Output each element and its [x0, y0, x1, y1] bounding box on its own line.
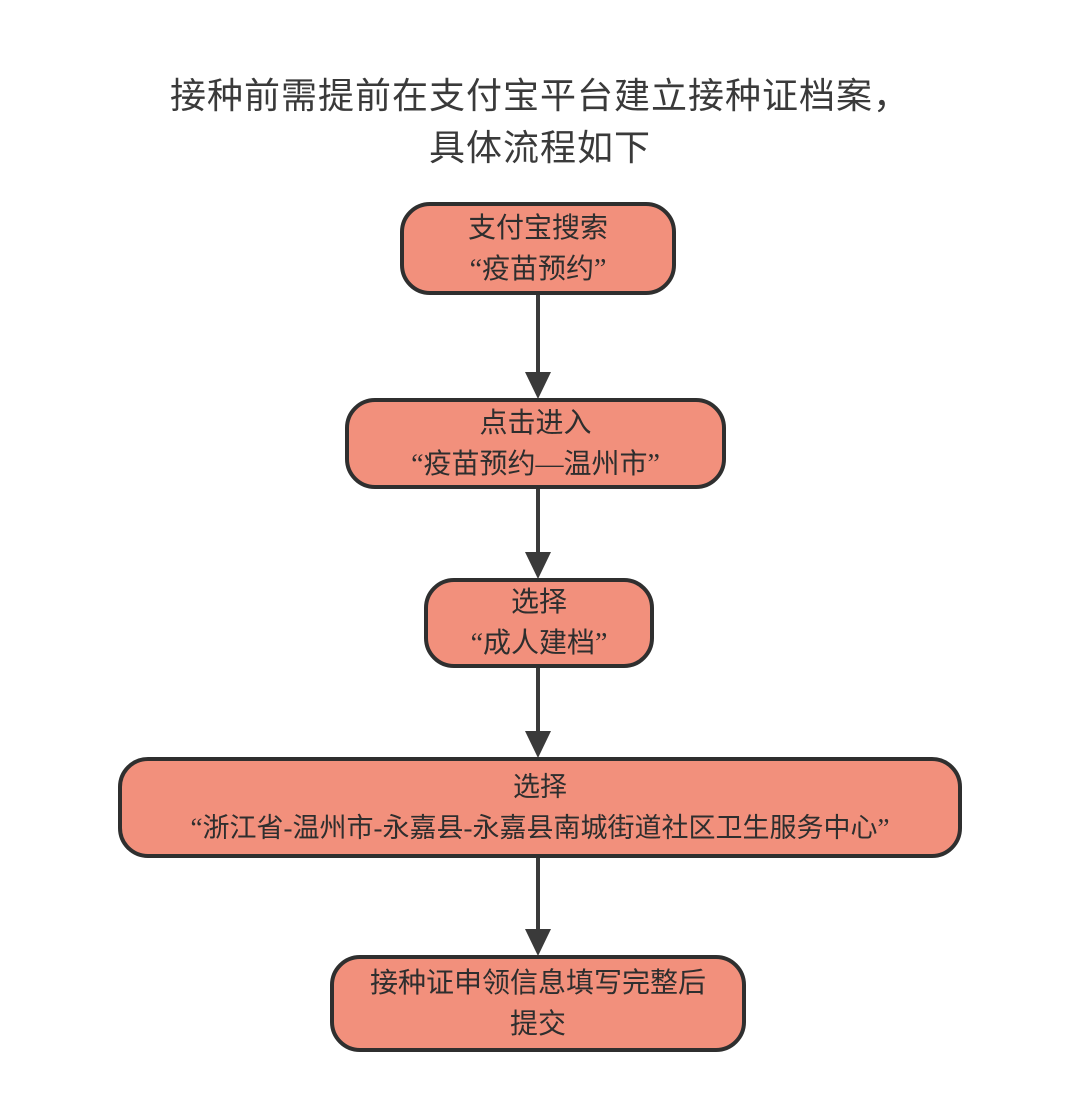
flow-node-step-5-line-1: 接种证申领信息填写完整后 [369, 967, 706, 999]
down-arrow-icon [525, 552, 551, 579]
page-title-line-1: 接种前需提前在支付宝平台建立接种证档案， [169, 75, 910, 116]
down-arrow-icon [525, 929, 551, 956]
down-arrow-icon [525, 372, 551, 399]
flow-node-step-3-line-1: 选择 [510, 587, 567, 618]
flow-node-step-3-line-2: “成人建档” [470, 628, 608, 659]
flow-node-step-2: 点击进入 “疫苗预约—温州市” [345, 398, 726, 489]
flow-node-step-4: 选择 “浙江省-温州市-永嘉县-永嘉县南城街道社区卫生服务中心” [118, 757, 962, 858]
flow-node-step-4-line-1: 选择 [513, 771, 567, 802]
flow-node-step-5: 接种证申领信息填写完整后 提交 [330, 955, 746, 1052]
page-title-line-2: 具体流程如下 [428, 127, 651, 168]
flow-node-step-1-line-2: “疫苗预约” [469, 253, 607, 285]
flow-arrow-3-line [536, 668, 540, 732]
flow-node-step-1: 支付宝搜索 “疫苗预约” [400, 202, 676, 295]
flow-arrow-2-line [536, 489, 540, 553]
page-title: 接种前需提前在支付宝平台建立接种证档案， 具体流程如下 [0, 70, 1080, 174]
flow-node-step-2-line-1: 点击进入 [479, 407, 592, 439]
down-arrow-icon [525, 731, 551, 758]
flow-node-step-2-line-2: “疫苗预约—温州市” [411, 448, 660, 480]
flow-node-step-5-line-2: 提交 [509, 1008, 566, 1040]
flow-node-step-3: 选择 “成人建档” [424, 578, 654, 668]
flow-arrow-4-line [536, 858, 540, 930]
flow-node-step-4-line-2: “浙江省-温州市-永嘉县-永嘉县南城街道社区卫生服务中心” [190, 812, 890, 843]
flow-node-step-1-line-1: 支付宝搜索 [467, 212, 608, 244]
flow-arrow-1-line [536, 295, 540, 373]
